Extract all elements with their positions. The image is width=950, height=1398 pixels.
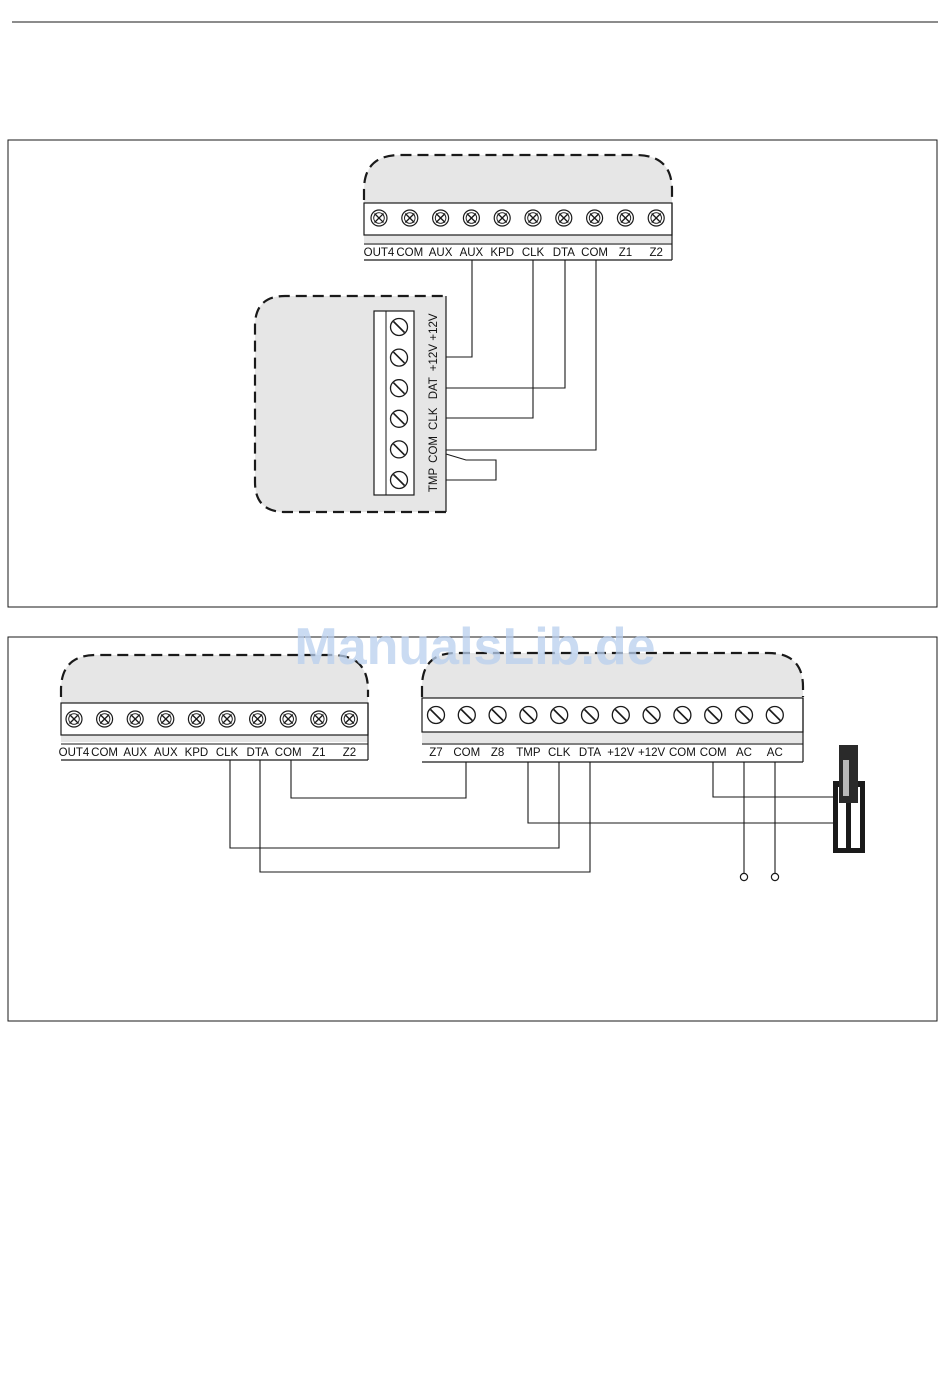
terminal-screw bbox=[341, 711, 357, 727]
terminal-label: DTA bbox=[579, 747, 601, 759]
terminal-label: KPD bbox=[490, 247, 514, 259]
terminal-label: Z1 bbox=[312, 747, 325, 759]
terminal-label: CLK bbox=[522, 247, 545, 259]
terminal-screw bbox=[643, 707, 660, 724]
terminal-screw bbox=[428, 707, 445, 724]
terminal-label: Z7 bbox=[429, 747, 442, 759]
terminal-label: AUX bbox=[429, 247, 453, 259]
terminal-label: OUT4 bbox=[59, 747, 90, 759]
tamper-switch-icon bbox=[833, 745, 865, 853]
terminal-label: CLK bbox=[428, 407, 440, 430]
terminal-label: DTA bbox=[247, 747, 269, 759]
terminal-label: KPD bbox=[185, 747, 209, 759]
terminal-screw bbox=[280, 711, 296, 727]
terminal-screw bbox=[433, 210, 449, 226]
terminal-label: Z8 bbox=[491, 747, 504, 759]
terminal-label: +12V bbox=[607, 747, 635, 759]
terminal-label: Z2 bbox=[343, 747, 356, 759]
terminal-screw bbox=[520, 707, 537, 724]
wire-clk-clk bbox=[230, 760, 559, 848]
terminal-label: AUX bbox=[460, 247, 484, 259]
figure-1-wires bbox=[446, 260, 596, 480]
terminal-screw bbox=[463, 210, 479, 226]
terminal-label: AC bbox=[767, 747, 783, 759]
terminal-screw bbox=[66, 711, 82, 727]
terminal-screw bbox=[525, 210, 541, 226]
terminal-screw bbox=[97, 711, 113, 727]
terminal-screw bbox=[736, 707, 753, 724]
terminal-screw bbox=[494, 210, 510, 226]
terminal-label: Z1 bbox=[619, 247, 632, 259]
terminal-screw bbox=[612, 707, 629, 724]
terminal-screw bbox=[371, 210, 387, 226]
terminal-screw bbox=[648, 210, 664, 226]
terminal-screw bbox=[219, 711, 235, 727]
terminal-screw bbox=[582, 707, 599, 724]
terminal-label: AUX bbox=[123, 747, 147, 759]
terminal-screw bbox=[158, 711, 174, 727]
terminal-screw bbox=[674, 707, 691, 724]
terminal-label: COM bbox=[275, 747, 302, 759]
wire-clk-clk bbox=[446, 260, 533, 418]
figure-1-module: TMP COM CLK DAT +12V +12V bbox=[255, 296, 446, 512]
terminal-screw bbox=[705, 707, 722, 724]
wire-com-tamper bbox=[713, 762, 833, 797]
terminal-screw bbox=[489, 707, 506, 724]
wire-tmp-loop bbox=[446, 454, 496, 480]
terminal-label: AC bbox=[736, 747, 752, 759]
terminal-label: COM bbox=[91, 747, 118, 759]
terminal-label: COM bbox=[581, 247, 608, 259]
terminal-label: COM bbox=[669, 747, 696, 759]
terminal-label: AUX bbox=[154, 747, 178, 759]
terminal-screw bbox=[391, 472, 408, 489]
terminal-label: COM bbox=[428, 436, 440, 463]
terminal-screw bbox=[766, 707, 783, 724]
terminal-label: CLK bbox=[548, 747, 571, 759]
terminal-screw bbox=[391, 380, 408, 397]
terminal-screw bbox=[311, 711, 327, 727]
terminal-label: DTA bbox=[553, 247, 575, 259]
terminal-label: DAT bbox=[428, 377, 440, 399]
terminal-screw bbox=[391, 410, 408, 427]
wire-dta-dat bbox=[446, 260, 565, 388]
wire-com-com bbox=[291, 760, 466, 798]
terminal-label: +12V bbox=[428, 313, 440, 341]
wire-aux-12v bbox=[446, 260, 472, 357]
terminal-label: CLK bbox=[216, 747, 239, 759]
terminal-label: COM bbox=[453, 747, 480, 759]
terminal-label: OUT4 bbox=[364, 247, 395, 259]
terminal-screw bbox=[402, 210, 418, 226]
terminal-screw bbox=[551, 707, 568, 724]
terminal-label: TMP bbox=[516, 747, 541, 759]
ac-terminal-2 bbox=[771, 873, 778, 880]
terminal-screw bbox=[556, 210, 572, 226]
terminal-screw bbox=[188, 711, 204, 727]
wire-dta-dta bbox=[260, 760, 590, 872]
terminal-screw bbox=[617, 210, 633, 226]
terminal-label: TMP bbox=[428, 468, 440, 493]
terminal-screw bbox=[391, 349, 408, 366]
terminal-label: COM bbox=[396, 247, 423, 259]
terminal-label: COM bbox=[700, 747, 727, 759]
wire-com-com bbox=[446, 260, 596, 450]
terminal-screw bbox=[458, 707, 475, 724]
watermark: ManualsLib.de bbox=[294, 618, 655, 676]
terminal-label: +12V bbox=[428, 344, 440, 372]
wire-tmp-tamper bbox=[528, 762, 833, 823]
terminal-screw bbox=[250, 711, 266, 727]
terminal-label: +12V bbox=[638, 747, 666, 759]
terminal-screw bbox=[587, 210, 603, 226]
terminal-screw bbox=[127, 711, 143, 727]
terminal-screw bbox=[391, 319, 408, 336]
terminal-screw bbox=[391, 441, 408, 458]
ac-terminal-1 bbox=[740, 873, 747, 880]
figure-2-wires bbox=[230, 760, 833, 873]
terminal-label: Z2 bbox=[649, 247, 662, 259]
